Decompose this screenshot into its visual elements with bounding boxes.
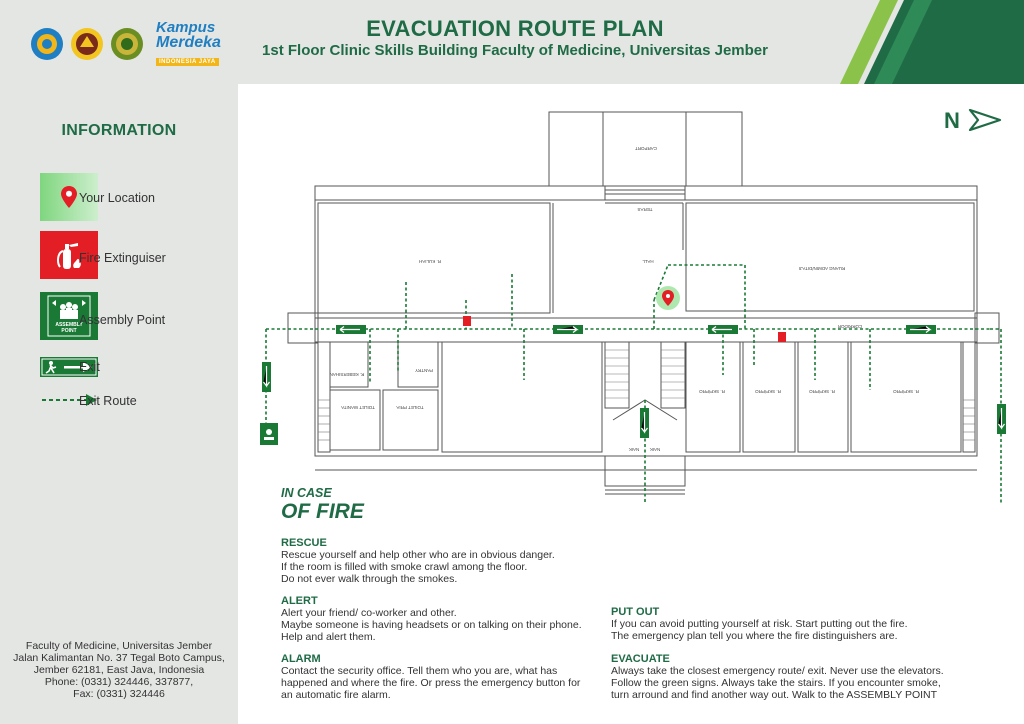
- exit-route-lines: [265, 264, 1002, 504]
- alarm-line: Contact the security office. Tell them w…: [281, 665, 558, 677]
- room-label-skp-4: R. SKP/PRO: [893, 389, 919, 394]
- assembly-sign-text-2: POINT: [61, 328, 76, 334]
- alarm-text: Contact the security office. Tell them w…: [281, 665, 580, 701]
- room-label-skp-1: R. SKP/PRO: [699, 389, 725, 394]
- assembly-point-icon: [260, 423, 278, 445]
- evacuate-line: turn arround and find another way out. W…: [611, 689, 938, 701]
- legend-label-assembly: Assembly Point: [79, 313, 166, 327]
- exit-sign-icon: [262, 362, 271, 392]
- exit-route-arrow-icon: [42, 394, 97, 406]
- exit-sign-icon: [708, 325, 738, 334]
- address-line: Faculty of Medicine, Universitas Jember: [25, 640, 213, 652]
- rescue-heading: RESCUE: [281, 537, 327, 549]
- room-label-skp-3: R. SKP/PRO: [809, 389, 835, 394]
- rescue-line: Rescue yourself and help other who are i…: [281, 549, 555, 561]
- exit-sign-icon: [997, 404, 1006, 434]
- alert-text: Alert your friend/ co-worker and other. …: [281, 607, 582, 643]
- room-label-skp-2: R. SKP/PRO: [755, 389, 781, 394]
- page-title: EVACUATION ROUTE PLAN: [366, 16, 664, 41]
- fire-extinguisher-icon: [778, 332, 786, 342]
- room-label-admin: RUANG ADMIN/DITAJI: [799, 266, 845, 271]
- exit-sign-icon: [906, 325, 936, 334]
- rescue-text: Rescue yourself and help other who are i…: [281, 549, 555, 585]
- alert-heading: ALERT: [281, 595, 318, 607]
- legend-label-exit: Exit: [79, 360, 100, 374]
- building-outer-wall: [314, 185, 978, 201]
- putout-line: The emergency plan tell you where the fi…: [611, 630, 898, 642]
- exit-sign-icon: [553, 325, 583, 334]
- legend-exit: [40, 357, 98, 377]
- legend-assembly-point: ASSEMBLY POINT: [40, 292, 98, 340]
- assembly-point-icon: ASSEMBLY POINT: [40, 292, 98, 340]
- room-label-kebersihan: R. KEBERSIHAN: [330, 372, 365, 377]
- room-label-pantry: PANTRY: [415, 368, 433, 373]
- kampus-merdeka-logo: Kampus Merdeka INDONESIA JAYA: [156, 20, 221, 67]
- exit-sign-icon: [40, 357, 98, 377]
- address-line: Phone: (0331) 324446, 337877,: [44, 676, 194, 688]
- north-label: N: [944, 108, 960, 133]
- kemendikbud-logo: [31, 27, 63, 60]
- information-title: INFORMATION: [61, 122, 177, 139]
- assembly-sign-text-1: ASSEMBLY: [55, 322, 83, 328]
- exit-sign-icon: [640, 408, 649, 438]
- floor-plan: CARPORT TERAS R. KULIAH HALL RUANG ADMIN…: [260, 111, 1006, 504]
- putout-text: If you can avoid putting yourself at ris…: [611, 618, 908, 642]
- alert-line: Maybe someone is having headsets or on t…: [281, 619, 582, 631]
- fire-section-kicker: IN CASE: [281, 486, 332, 500]
- room-label-kuliah: R. KULIAH: [419, 259, 441, 264]
- putout-heading: PUT OUT: [611, 606, 660, 618]
- legend-label-route: Exit Route: [79, 394, 137, 408]
- legend-label-location: Your Location: [79, 191, 155, 205]
- stairs-left: [604, 341, 630, 409]
- address-line: Jember 62181, East Java, Indonesia: [33, 664, 205, 676]
- legend-your-location: [40, 173, 98, 221]
- alarm-line: an automatic fire alarm.: [281, 689, 391, 701]
- header-decoration: [840, 0, 1024, 84]
- lecture-room: [317, 202, 551, 314]
- alarm-line: happened and where the fire. Or press th…: [281, 677, 581, 689]
- fire-section-title: OF FIRE: [281, 500, 364, 523]
- page-subtitle: 1st Floor Clinic Skills Building Faculty…: [262, 42, 768, 59]
- evacuate-line: Always take the closest emergency route/…: [611, 665, 944, 677]
- logo-group: Kampus Merdeka INDONESIA JAYA: [30, 20, 221, 67]
- rescue-line: If the room is filled with smoke crawl a…: [281, 561, 528, 573]
- address-line: Jalan Kalimantan No. 37 Tegal Boto Campu…: [13, 652, 225, 664]
- address-block: Faculty of Medicine, Universitas Jember …: [0, 640, 238, 700]
- room-label-corridor: CORRIDOR: [837, 324, 862, 329]
- legend-exit-route: [40, 392, 98, 408]
- evacuate-heading: EVACUATE: [611, 653, 670, 665]
- north-arrow-icon: [968, 108, 1002, 132]
- faculty-logo: [111, 27, 143, 60]
- room-label-carport: CARPORT: [635, 146, 657, 151]
- stairs-label-naik-2: NAIK: [650, 447, 661, 452]
- logo-text-indonesia-jaya: INDONESIA JAYA: [156, 58, 219, 66]
- stairs-right: [660, 341, 686, 409]
- room-label-toilet-wanita: TOILET WANITA: [341, 405, 375, 410]
- alarm-heading: ALARM: [281, 653, 321, 665]
- alert-line: Alert your friend/ co-worker and other.: [281, 607, 457, 619]
- fire-extinguisher-icon: [463, 316, 471, 326]
- fire-extinguisher-icon: [40, 231, 98, 279]
- rescue-line: Do not ever walk through the smokes.: [281, 573, 458, 585]
- unej-logo: [71, 27, 103, 60]
- information-panel: INFORMATION Your Location Fire Extinguis…: [0, 84, 238, 724]
- logo-text-kampus: Kampus: [156, 19, 216, 36]
- evacuate-text: Always take the closest emergency route/…: [611, 665, 944, 701]
- putout-line: If you can avoid putting yourself at ris…: [611, 618, 908, 630]
- admin-room: [685, 202, 975, 312]
- legend-fire-extinguisher: [40, 231, 98, 279]
- exit-sign-icon: [336, 325, 366, 334]
- stairs-label-naik-1: NAIK: [629, 447, 640, 452]
- alert-line: Help and alert them.: [281, 631, 376, 643]
- legend-label-extinguisher: Fire Extinguiser: [79, 251, 166, 265]
- logo-text-merdeka: Merdeka: [156, 34, 221, 51]
- north-indicator: N: [944, 108, 1002, 134]
- address-line: Fax: (0331) 324446: [73, 688, 165, 700]
- room-label-hall: HALL: [642, 259, 654, 264]
- room-label-toilet-pria: TOILET PRIA: [396, 405, 423, 410]
- header: Kampus Merdeka INDONESIA JAYA EVACUATION…: [0, 0, 1024, 84]
- room-label-teras: TERAS: [637, 207, 652, 212]
- evacuate-line: Follow the green signs. Always take the …: [611, 677, 941, 689]
- location-pin-icon: [40, 173, 98, 221]
